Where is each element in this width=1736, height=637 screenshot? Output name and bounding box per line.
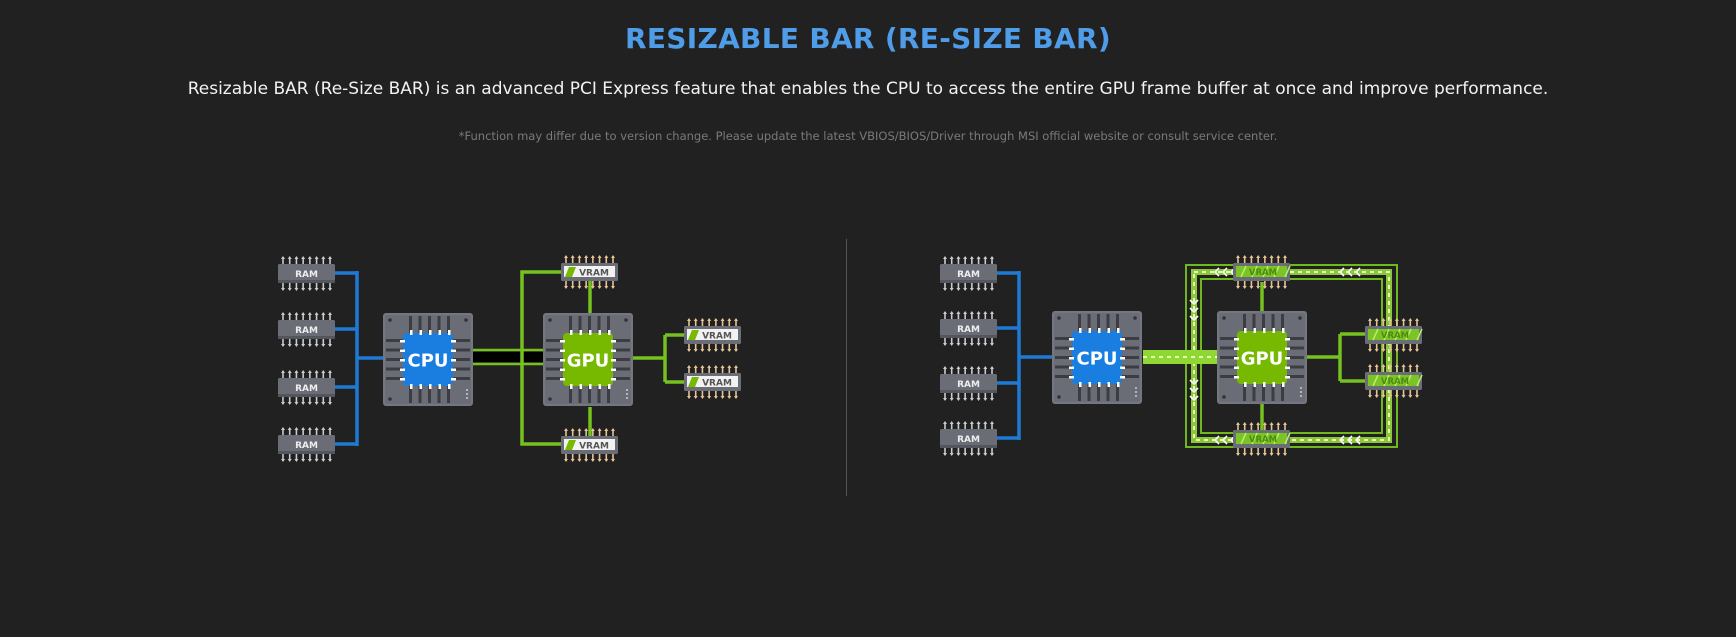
vram-label: VRAM [579,269,609,279]
vram-label: VRAM [1249,435,1277,445]
ram-label: RAM [957,325,980,335]
cpu-chip-core [403,333,453,386]
ram-chip: RAM [278,256,335,291]
ram-label: RAM [295,441,318,451]
flow-arrow-icon [1213,435,1220,445]
diagram-divider [846,239,847,496]
cpu-chip-label: CPU [1076,349,1117,370]
ram-chip: RAM [278,370,335,405]
ram-chip: RAM [940,311,997,346]
ram-chip: RAM [940,256,997,291]
ram-chip: RAM [940,366,997,401]
flow-arrow-icon [1346,267,1353,277]
gpu-chip-core [1237,331,1287,384]
flow-arrow-icon [1354,267,1361,277]
vram-label: VRAM [702,379,732,389]
flow-arrow-icon [1346,435,1353,445]
flow-arrow-icon [1189,395,1199,402]
flow-arrow-icon [1221,267,1228,277]
vram-chip: VRAM [684,318,741,352]
flow-arrow-icon [1213,267,1220,277]
diagram-with-rebar: RAM RAM RAM RAM CPU GPU VRAM VRAM VRAM VRAM [940,255,1423,456]
vram-chip: VRAM [561,255,618,289]
ram-chip: RAM [940,421,997,456]
vram-label: VRAM [1249,268,1277,278]
cpu-chip-label: CPU [407,351,448,372]
ram-label: RAM [295,326,318,336]
flow-arrow-icon [1189,315,1199,322]
gpu-chip: GPU [543,313,633,406]
cpu-chip: CPU [383,313,473,406]
gpu-chip-label: GPU [1241,349,1284,370]
flow-arrow-icon [1338,435,1345,445]
flow-arrow-icon [1338,267,1345,277]
cpu-chip-core [1072,331,1122,384]
disclaimer-note: *Function may differ due to version chan… [458,129,1278,143]
vram-label: VRAM [1381,377,1409,387]
ram-label: RAM [957,435,980,445]
diagram-without-rebar: RAM RAM RAM RAM CPU GPU VRAM VRAM VRAM VRAM [278,255,741,462]
gpu-chip: GPU [1217,311,1307,404]
flow-arrow-icon [1189,307,1199,314]
vram-label: VRAM [579,442,609,452]
vram-label: VRAM [1381,331,1409,341]
page-title: RESIZABLE BAR (RE-SIZE BAR) [625,22,1111,55]
vram-chip: VRAM [1233,422,1291,456]
vram-chip: VRAM [1365,364,1423,398]
ram-label: RAM [295,270,318,280]
flow-arrow-icon [1189,387,1199,394]
flow-arrow-icon [1189,299,1199,306]
ram-chip: RAM [278,312,335,347]
flow-arrow-icon [1189,379,1199,386]
cpu-chip: CPU [1052,311,1142,404]
bus-line [520,270,563,446]
ram-label: RAM [957,380,980,390]
flow-arrow-icon [1354,435,1361,445]
ram-chip: RAM [278,427,335,462]
vram-chip: VRAM [1233,255,1291,289]
ram-label: RAM [957,270,980,280]
vram-chip: VRAM [561,428,618,462]
gpu-chip-core [563,333,613,386]
cpu-gpu-bus [1143,350,1217,364]
flow-arrow-icon [1221,435,1228,445]
feature-description: Resizable BAR (Re-Size BAR) is an advanc… [187,79,1549,99]
vram-chip: VRAM [684,365,741,399]
vram-chip: VRAM [1365,318,1423,352]
vram-label: VRAM [702,332,732,342]
gpu-chip-label: GPU [567,351,610,372]
ram-label: RAM [295,384,318,394]
